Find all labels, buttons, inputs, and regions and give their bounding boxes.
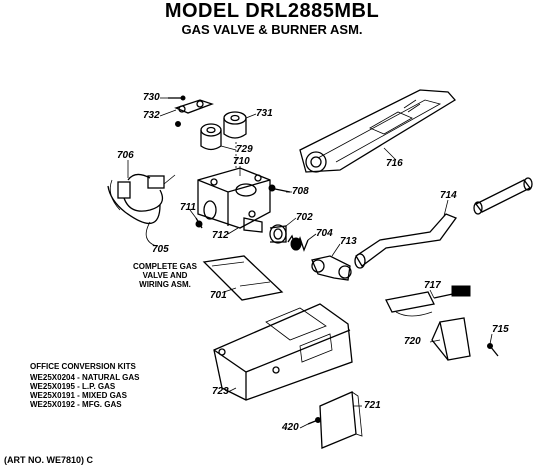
kit-item: WE25X0191 - MIXED GAS <box>30 391 127 400</box>
art-number: (ART NO. WE7810) C <box>4 455 94 465</box>
callout-723: 723 <box>212 386 229 397</box>
callout-716: 716 <box>386 158 403 169</box>
callout-732: 732 <box>143 110 160 121</box>
conversion-kits-list: OFFICE CONVERSION KITS WE25X0204 - NATUR… <box>30 362 140 409</box>
part-717-igniter <box>385 285 471 317</box>
callout-712: 712 <box>212 230 229 241</box>
part-711-screw <box>195 217 203 229</box>
part-730-screw <box>168 95 186 101</box>
part-731-coil <box>223 111 247 139</box>
kits-heading: OFFICE CONVERSION KITS <box>30 362 136 371</box>
callout-420: 420 <box>282 422 299 433</box>
part-704-orifice <box>287 234 309 252</box>
part-721-shield <box>319 391 363 449</box>
callout-714: 714 <box>440 190 457 201</box>
valve-wiring-label: COMPLETE GAS VALVE AND WIRING ASM. <box>120 262 210 289</box>
callout-730: 730 <box>143 92 160 103</box>
part-716-burner <box>299 89 456 173</box>
part-720-bracket <box>431 317 471 361</box>
valve-label-line-2: VALVE AND <box>142 271 188 280</box>
callout-701: 701 <box>210 290 227 301</box>
model-title: MODEL DRL2885MBL <box>164 0 380 22</box>
part-706-wiring-harness <box>107 173 176 224</box>
part-713-elbow <box>311 255 352 281</box>
callout-731: 731 <box>256 108 273 119</box>
valve-label-line-3: WIRING ASM. <box>139 280 191 289</box>
part-710-gas-valve <box>197 167 271 233</box>
part-723-base <box>213 303 353 401</box>
callout-713: 713 <box>340 236 357 247</box>
part-708-screw <box>268 184 291 193</box>
callout-710: 710 <box>233 156 250 167</box>
callout-706: 706 <box>117 150 134 161</box>
leader-lines <box>127 97 493 429</box>
callout-708: 708 <box>292 186 309 197</box>
part-714-tube <box>354 213 458 269</box>
kit-item: WE25X0195 - L.P. GAS <box>30 382 116 391</box>
part-715-screw <box>487 343 499 357</box>
callout-717: 717 <box>424 280 441 291</box>
part-701-bracket <box>202 255 284 301</box>
callout-721: 721 <box>364 400 381 411</box>
callout-711: 711 <box>180 202 196 213</box>
part-420-screw <box>307 417 321 425</box>
part-732-bracket <box>174 99 214 127</box>
valve-label-line-1: COMPLETE GAS <box>132 262 197 271</box>
part-702-fitting <box>269 224 287 244</box>
part-tube-straight <box>473 177 533 215</box>
callout-702: 702 <box>296 212 313 223</box>
callout-715: 715 <box>492 324 509 335</box>
kit-item: WE25X0192 - MFG. GAS <box>30 400 122 409</box>
assembly-title: GAS VALVE & BURNER ASM. <box>181 22 363 37</box>
callout-720: 720 <box>404 336 421 347</box>
callout-704: 704 <box>316 228 333 239</box>
callout-729: 729 <box>236 144 253 155</box>
part-729-coil <box>200 123 237 170</box>
callout-705: 705 <box>152 244 169 255</box>
kit-item: WE25X0204 - NATURAL GAS <box>30 373 140 382</box>
